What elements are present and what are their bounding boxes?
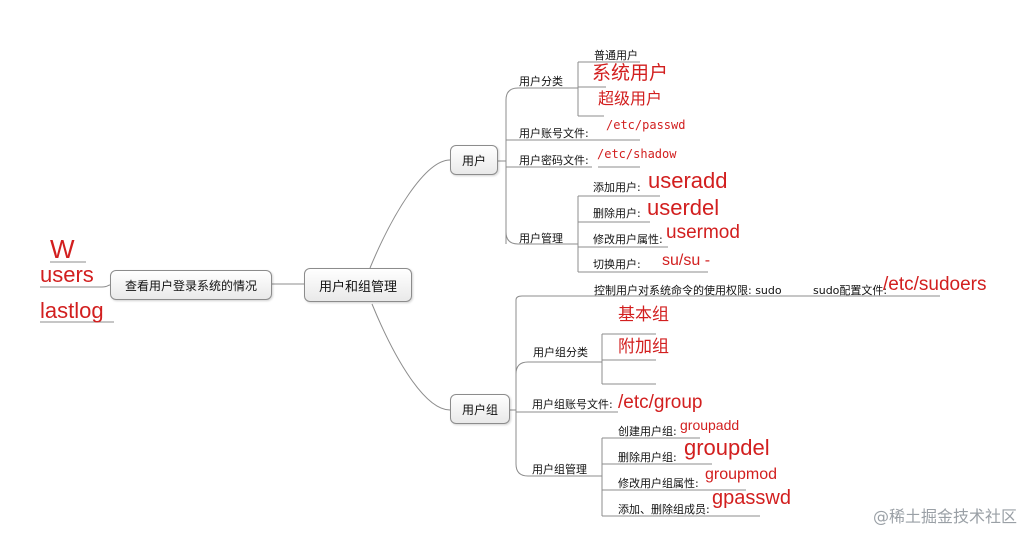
- user-password-file-label: 用户密码文件:: [519, 154, 589, 167]
- login-check-node[interactable]: 查看用户登录系统的情况: [110, 270, 272, 300]
- user-password-file-value: /etc/shadow: [597, 147, 677, 161]
- group-del-label: 删除用户组:: [618, 451, 677, 464]
- group-account-file-value: /etc/group: [618, 392, 703, 413]
- user-switch-label: 切换用户:: [593, 258, 641, 271]
- user-del-label: 删除用户:: [593, 207, 641, 220]
- user-account-file-value: /etc/passwd: [606, 118, 686, 132]
- user-add-label: 添加用户:: [593, 181, 641, 194]
- sudo-config-label: sudo配置文件:: [813, 284, 888, 297]
- login-check-label: 查看用户登录系统的情况: [124, 278, 257, 293]
- user-category-super: 超级用户: [598, 91, 663, 108]
- group-add-label: 创建用户组:: [618, 425, 677, 438]
- group-category-basic: 基本组: [618, 305, 669, 324]
- sudo-config-value: /etc/sudoers: [883, 274, 987, 295]
- group-category-label: 用户组分类: [533, 346, 588, 359]
- group-account-file-label: 用户组账号文件:: [532, 398, 613, 411]
- note-users: users: [40, 262, 94, 287]
- group-management-label: 用户组管理: [532, 463, 587, 476]
- note-lastlog: lastlog: [40, 298, 104, 323]
- user-category-system: 系统用户: [592, 63, 669, 84]
- user-category-label: 用户分类: [519, 75, 563, 88]
- sudo-label: 控制用户对系统命令的使用权限: sudo: [594, 284, 782, 297]
- group-add-cmd: groupadd: [680, 417, 740, 433]
- user-switch-cmd: su/su -: [662, 252, 711, 269]
- user-del-cmd: userdel: [647, 195, 720, 220]
- user-mod-label: 修改用户属性:: [593, 233, 663, 246]
- group-members-label: 添加、删除组成员:: [618, 503, 710, 516]
- group-members-cmd: gpasswd: [712, 487, 791, 509]
- user-add-cmd: useradd: [648, 168, 728, 193]
- watermark: @稀土掘金技术社区: [872, 507, 1017, 526]
- user-label: 用户: [461, 153, 486, 168]
- user-category-normal: 普通用户: [594, 49, 638, 62]
- root-node[interactable]: 用户和组管理: [304, 268, 412, 302]
- group-label: 用户组: [461, 402, 498, 417]
- note-w: W: [50, 234, 75, 264]
- root-label: 用户和组管理: [318, 279, 397, 295]
- group-mod-cmd: groupmod: [705, 466, 778, 483]
- group-category-supplementary: 附加组: [618, 337, 669, 356]
- user-management-label: 用户管理: [519, 232, 563, 245]
- user-account-file-label: 用户账号文件:: [519, 127, 589, 140]
- group-mod-label: 修改用户组属性:: [618, 477, 699, 490]
- group-node[interactable]: 用户组: [450, 394, 510, 424]
- user-mod-cmd: usermod: [666, 222, 740, 243]
- group-del-cmd: groupdel: [684, 435, 770, 460]
- user-node[interactable]: 用户: [450, 145, 498, 175]
